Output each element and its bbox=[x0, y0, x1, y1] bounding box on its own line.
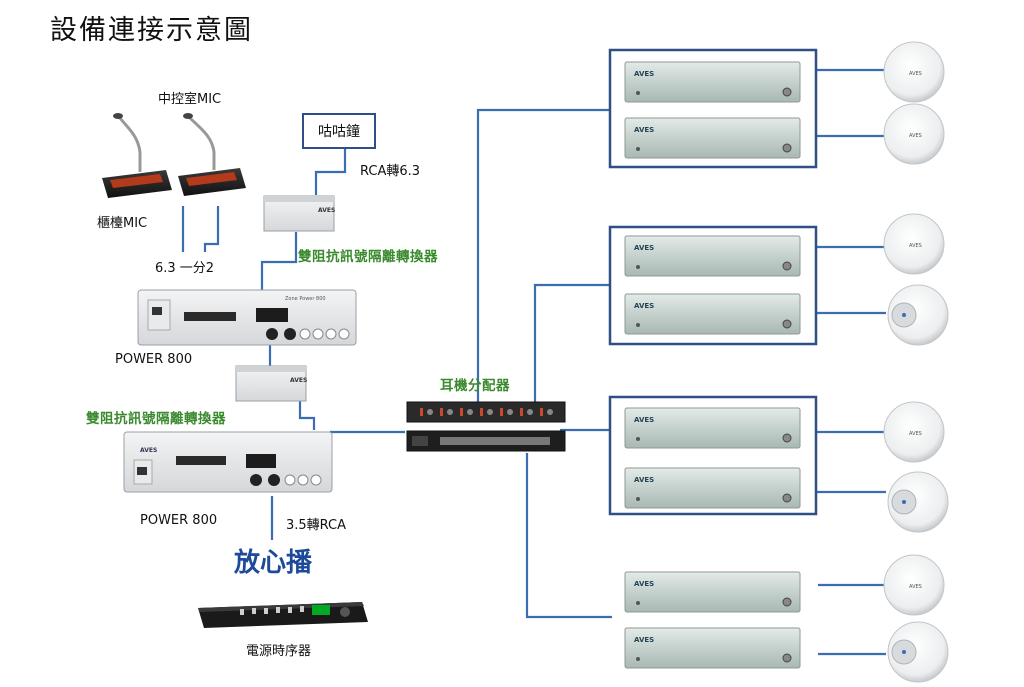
wires bbox=[181, 68, 886, 656]
isolator-label-2: 雙阻抗訊號隔離轉換器 bbox=[86, 411, 226, 427]
control-room-mic-label: 中控室MIC bbox=[158, 92, 222, 107]
ceiling-speaker: AVES bbox=[883, 103, 945, 165]
amp-unit: AVES bbox=[624, 293, 801, 335]
isolator-devices: AVES AVES bbox=[235, 195, 335, 402]
power-800-unit: AVES bbox=[123, 431, 333, 493]
sequencer-label: 電源時序器 bbox=[246, 644, 312, 659]
amp-unit: AVES bbox=[624, 407, 801, 449]
ceiling-speaker: AVES bbox=[883, 401, 945, 463]
microphone bbox=[102, 113, 172, 198]
svg-text:AVES: AVES bbox=[634, 636, 654, 644]
svg-text:AVES: AVES bbox=[634, 302, 654, 310]
amp-unit: AVES bbox=[624, 61, 801, 103]
pendant-speaker bbox=[887, 471, 949, 533]
svg-text:AVES: AVES bbox=[634, 476, 654, 484]
mini-to-rca-label: 3.5轉RCA bbox=[286, 518, 347, 533]
svg-text:AVES: AVES bbox=[634, 416, 654, 424]
headphone-distributor-unit bbox=[406, 401, 566, 452]
svg-text:AVES: AVES bbox=[140, 447, 157, 454]
power-sequencer-unit bbox=[198, 602, 368, 628]
svg-text:AVES: AVES bbox=[634, 70, 654, 78]
svg-text:AVES: AVES bbox=[909, 71, 922, 77]
ceiling-speaker: AVES bbox=[883, 213, 945, 275]
power-amplifiers: Zone Power 800 AVES bbox=[123, 289, 357, 493]
amp-unit: AVES bbox=[624, 467, 801, 509]
amp-unit: AVES bbox=[624, 627, 801, 669]
amp-unit: AVES bbox=[624, 235, 801, 277]
speakers: AVES AVES AVES AVES AVES bbox=[883, 41, 949, 683]
amp-unit: AVES bbox=[624, 571, 801, 613]
desk-microphones bbox=[102, 113, 246, 198]
counter-mic-label: 櫃檯MIC bbox=[97, 216, 148, 231]
svg-text:AVES: AVES bbox=[909, 431, 922, 437]
power-800-label-1: POWER 800 bbox=[115, 352, 193, 367]
isolator-label-1: 雙阻抗訊號隔離轉換器 bbox=[298, 249, 438, 265]
pendant-speaker bbox=[887, 284, 949, 346]
rca-to-63-label: RCA轉6.3 bbox=[360, 164, 421, 179]
brand-logo: 放心播 bbox=[234, 548, 313, 578]
ceiling-speaker: AVES bbox=[883, 41, 945, 103]
svg-text:AVES: AVES bbox=[290, 377, 307, 384]
power-800-unit: Zone Power 800 bbox=[137, 289, 357, 346]
svg-text:Zone Power 800: Zone Power 800 bbox=[285, 296, 326, 302]
pendant-speaker bbox=[887, 621, 949, 683]
svg-text:AVES: AVES bbox=[634, 580, 654, 588]
headphone-distributor-label: 耳機分配器 bbox=[440, 378, 510, 394]
microphone bbox=[178, 113, 246, 196]
svg-text:AVES: AVES bbox=[909, 243, 922, 249]
isolator-device: AVES bbox=[263, 195, 335, 232]
svg-text:AVES: AVES bbox=[909, 133, 922, 139]
amplifiers: AVES AVES AVES AVES AVES bbox=[624, 61, 801, 669]
page-title: 設備連接示意圖 bbox=[50, 15, 253, 46]
svg-text:AVES: AVES bbox=[318, 207, 335, 214]
svg-text:AVES: AVES bbox=[909, 584, 922, 590]
cuckoo-clock-box: 咕咕鐘 bbox=[302, 113, 376, 149]
amp-unit: AVES bbox=[624, 117, 801, 159]
power-800-label-2: POWER 800 bbox=[140, 513, 218, 528]
ceiling-speaker: AVES bbox=[883, 554, 945, 616]
svg-text:AVES: AVES bbox=[634, 244, 654, 252]
isolator-device: AVES bbox=[235, 365, 307, 402]
svg-text:AVES: AVES bbox=[634, 126, 654, 134]
splitter-label: 6.3 一分2 bbox=[155, 261, 215, 276]
cuckoo-clock-label: 咕咕鐘 bbox=[318, 124, 360, 140]
